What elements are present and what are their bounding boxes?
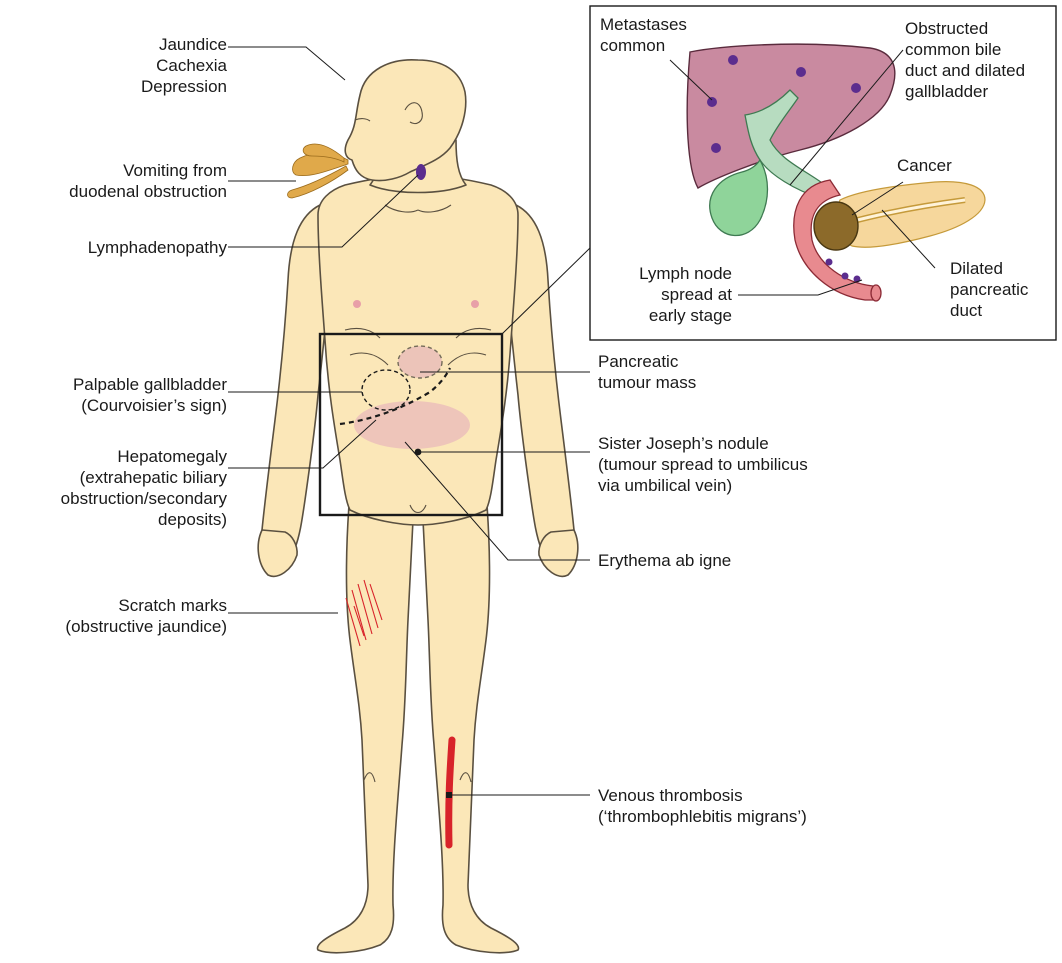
inset-label-cancer: Cancer (897, 155, 952, 176)
inset-lymph-node (826, 259, 833, 266)
label-line: Depression (141, 76, 227, 97)
inset-lymph-node (842, 273, 849, 280)
inset-label-obstructed-duct: Obstructed common bile duct and dilated … (905, 18, 1025, 102)
label-erythema-ab-igne: Erythema ab igne (598, 550, 731, 571)
pancreatic-mass-outline (398, 346, 442, 378)
label-line: early stage (639, 305, 732, 326)
metastasis (851, 83, 861, 93)
label-jaundice-cachexia-depression: Jaundice Cachexia Depression (141, 34, 227, 97)
label-line: Jaundice (141, 34, 227, 55)
label-line: Vomiting from (69, 160, 227, 181)
label-line: spread at (639, 284, 732, 305)
label-palpable-gallbladder: Palpable gallbladder (Courvoisier’s sign… (73, 374, 227, 416)
metastasis (796, 67, 806, 77)
label-line: Metastases (600, 14, 687, 35)
label-line: Lymph node (639, 263, 732, 284)
left-leg (317, 470, 414, 953)
label-line: Scratch marks (65, 595, 227, 616)
label-line: (tumour spread to umbilicus (598, 454, 808, 475)
label-line: tumour mass (598, 372, 696, 393)
right-arm (508, 205, 575, 566)
left-hand (258, 530, 297, 576)
label-hepatomegaly: Hepatomegaly (extrahepatic biliary obstr… (61, 446, 227, 530)
inset-label-metastases: Metastases common (600, 14, 687, 56)
label-lymphadenopathy: Lymphadenopathy (88, 237, 227, 258)
label-line: Pancreatic (598, 351, 696, 372)
metastasis (711, 143, 721, 153)
left-arm (261, 205, 328, 566)
label-line: deposits) (61, 509, 227, 530)
label-line: (Courvoisier’s sign) (73, 395, 227, 416)
label-vomiting: Vomiting from duodenal obstruction (69, 160, 227, 202)
label-line: Obstructed (905, 18, 1025, 39)
label-line: (extrahepatic biliary (61, 467, 227, 488)
label-line: duodenal obstruction (69, 181, 227, 202)
label-line: duct and dilated (905, 60, 1025, 81)
label-line: Lymphadenopathy (88, 237, 227, 258)
label-line: Dilated (950, 258, 1028, 279)
inset-label-dilated-duct: Dilated pancreatic duct (950, 258, 1028, 321)
label-line: (‘thrombophlebitis migrans’) (598, 806, 807, 827)
metastasis (707, 97, 717, 107)
label-line: Erythema ab igne (598, 550, 731, 571)
metastasis (728, 55, 738, 65)
label-line: Sister Joseph’s nodule (598, 433, 808, 454)
label-line: (obstructive jaundice) (65, 616, 227, 637)
label-line: common (600, 35, 687, 56)
label-line: Cancer (897, 155, 952, 176)
erythema-patch (354, 401, 470, 449)
thrombosis-dot (446, 792, 452, 798)
label-sister-josephs-nodule: Sister Joseph’s nodule (tumour spread to… (598, 433, 808, 496)
label-venous-thrombosis: Venous thrombosis (‘thrombophlebitis mig… (598, 785, 807, 827)
label-line: obstruction/secondary (61, 488, 227, 509)
right-leg (422, 470, 519, 953)
label-line: duct (950, 300, 1028, 321)
inset-label-lymph-node: Lymph node spread at early stage (639, 263, 732, 326)
right-hand (539, 530, 578, 576)
label-line: Venous thrombosis (598, 785, 807, 806)
label-line: gallbladder (905, 81, 1025, 102)
label-scratch-marks: Scratch marks (obstructive jaundice) (65, 595, 227, 637)
label-line: pancreatic (950, 279, 1028, 300)
label-line: Cachexia (141, 55, 227, 76)
right-nipple (471, 300, 479, 308)
label-line: Hepatomegaly (61, 446, 227, 467)
label-line: via umbilical vein) (598, 475, 808, 496)
left-nipple (353, 300, 361, 308)
label-pancreatic-tumour-mass: Pancreatic tumour mass (598, 351, 696, 393)
duodenum-end (871, 285, 881, 301)
label-line: Palpable gallbladder (73, 374, 227, 395)
neck-lymph-node (416, 164, 426, 180)
tumour (814, 202, 858, 250)
label-line: common bile (905, 39, 1025, 60)
